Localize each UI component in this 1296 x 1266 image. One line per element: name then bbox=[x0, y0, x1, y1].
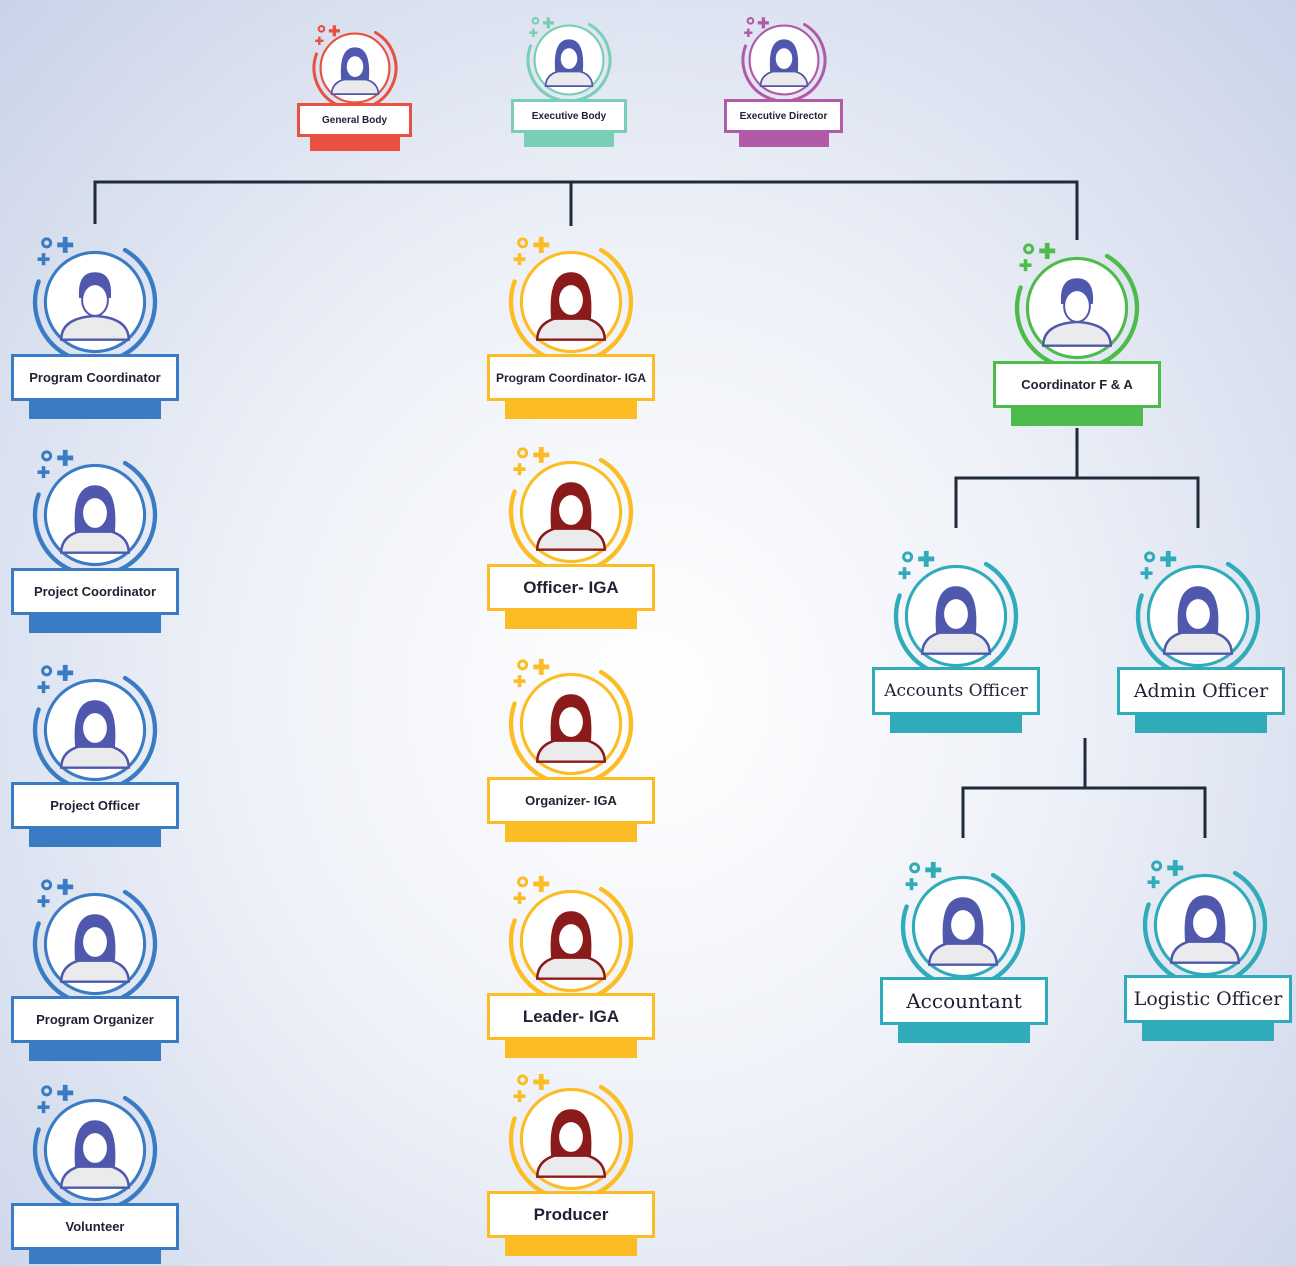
female-person-icon bbox=[60, 700, 130, 769]
node-title: Admin Officer bbox=[1117, 667, 1285, 715]
female-person-icon bbox=[536, 272, 606, 341]
label-plate bbox=[738, 131, 829, 147]
decor-plus-icon bbox=[37, 449, 74, 479]
female-person-icon bbox=[1170, 895, 1240, 964]
decor-plus-icon bbox=[37, 664, 74, 694]
female-person-icon bbox=[544, 39, 594, 88]
node-title: Executive Director bbox=[724, 99, 843, 133]
female-person-icon bbox=[536, 911, 606, 980]
decor-plus-icon bbox=[37, 878, 74, 908]
node-title: Program Coordinator bbox=[11, 354, 179, 401]
male-person-icon bbox=[1042, 278, 1112, 347]
label-plate bbox=[505, 1038, 637, 1058]
label-plate bbox=[309, 135, 400, 151]
female-avatar-icon bbox=[508, 236, 634, 365]
male-avatar-icon bbox=[32, 236, 158, 365]
label-plate bbox=[505, 1236, 637, 1256]
node-title: Coordinator F & A bbox=[993, 361, 1161, 408]
label-plate bbox=[505, 822, 637, 842]
female-avatar-icon bbox=[32, 1084, 158, 1213]
female-avatar-icon bbox=[1142, 859, 1268, 988]
female-avatar-icon bbox=[526, 17, 612, 103]
female-avatar-icon bbox=[508, 658, 634, 787]
decor-plus-icon bbox=[1147, 859, 1184, 889]
female-avatar-icon bbox=[741, 17, 827, 103]
node-title: Accounts Officer bbox=[872, 667, 1040, 715]
female-avatar-icon bbox=[32, 449, 158, 578]
decor-plus-icon bbox=[37, 236, 74, 266]
female-person-icon bbox=[759, 39, 809, 88]
node-title: Project Coordinator bbox=[11, 568, 179, 615]
node-title: Program Coordinator- IGA bbox=[487, 354, 655, 401]
decor-plus-icon bbox=[529, 17, 554, 37]
node-title: Volunteer bbox=[11, 1203, 179, 1250]
decor-plus-icon bbox=[513, 658, 550, 688]
node-title: Producer bbox=[487, 1191, 655, 1238]
node-title: Executive Body bbox=[511, 99, 627, 133]
staff-bus-line bbox=[961, 786, 1207, 838]
node-title: Project Officer bbox=[11, 782, 179, 829]
label-plate bbox=[1135, 713, 1267, 733]
decor-plus-icon bbox=[37, 1084, 74, 1114]
female-person-icon bbox=[921, 586, 991, 655]
decor-plus-icon bbox=[513, 875, 550, 905]
female-avatar-icon bbox=[508, 446, 634, 575]
label-plate bbox=[29, 1248, 161, 1264]
label-plate bbox=[29, 827, 161, 847]
female-person-icon bbox=[60, 1120, 130, 1189]
decor-plus-icon bbox=[905, 861, 942, 891]
label-plate bbox=[29, 613, 161, 633]
label-plate bbox=[890, 713, 1022, 733]
top-bus-line bbox=[93, 180, 1079, 240]
male-avatar-icon bbox=[1014, 242, 1140, 371]
label-plate bbox=[898, 1023, 1030, 1043]
female-person-icon bbox=[536, 1109, 606, 1178]
label-plate bbox=[524, 131, 614, 147]
female-person-icon bbox=[60, 485, 130, 554]
male-person-icon bbox=[60, 272, 130, 341]
female-avatar-icon bbox=[893, 550, 1019, 679]
decor-plus-icon bbox=[898, 550, 935, 580]
label-plate bbox=[29, 1041, 161, 1061]
female-person-icon bbox=[536, 694, 606, 763]
label-plate bbox=[29, 399, 161, 419]
female-avatar-icon bbox=[508, 1073, 634, 1202]
female-person-icon bbox=[330, 47, 380, 96]
label-plate bbox=[1011, 406, 1143, 426]
decor-plus-icon bbox=[513, 446, 550, 476]
fa-officer-bus-line bbox=[954, 476, 1200, 528]
decor-plus-icon bbox=[513, 236, 550, 266]
decor-plus-icon bbox=[1140, 550, 1177, 580]
node-title: Logistic Officer bbox=[1124, 975, 1292, 1023]
node-title: Program Organizer bbox=[11, 996, 179, 1043]
female-avatar-icon bbox=[900, 861, 1026, 990]
node-title: Organizer- IGA bbox=[487, 777, 655, 824]
node-title: Accountant bbox=[880, 977, 1048, 1025]
label-plate bbox=[505, 399, 637, 419]
label-plate bbox=[505, 609, 637, 629]
node-title: Officer- IGA bbox=[487, 564, 655, 611]
female-person-icon bbox=[1163, 586, 1233, 655]
female-person-icon bbox=[60, 914, 130, 983]
label-plate bbox=[1142, 1021, 1274, 1041]
female-avatar-icon bbox=[508, 875, 634, 1004]
node-title: Leader- IGA bbox=[487, 993, 655, 1040]
female-avatar-icon bbox=[32, 878, 158, 1007]
decor-plus-icon bbox=[513, 1073, 550, 1103]
female-person-icon bbox=[536, 482, 606, 551]
decor-plus-icon bbox=[744, 17, 769, 37]
node-title: General Body bbox=[297, 103, 412, 137]
female-person-icon bbox=[928, 897, 998, 966]
decor-plus-icon bbox=[1019, 242, 1056, 272]
decor-plus-icon bbox=[315, 25, 340, 45]
female-avatar-icon bbox=[32, 664, 158, 793]
